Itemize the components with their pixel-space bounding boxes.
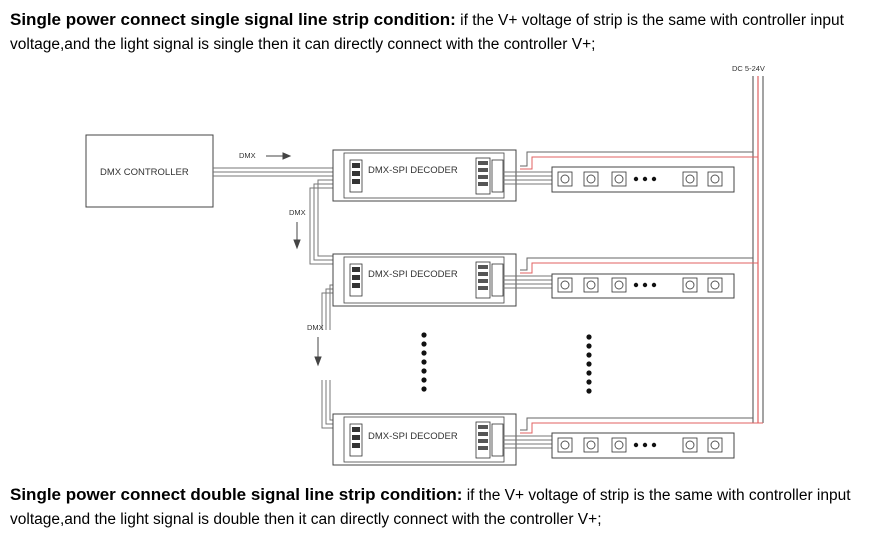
led-chip-lens: [710, 280, 720, 290]
section-1-heading: Single power connect single signal line …: [10, 10, 456, 29]
led-chip-lens: [710, 174, 720, 184]
led-chip: [682, 437, 698, 453]
led-chip-lens: [560, 174, 570, 184]
led-chip: [611, 277, 627, 293]
decoder-label: DMX-SPI DECODER: [368, 165, 458, 176]
led-chip: [557, 277, 573, 293]
led-chip-lens: [586, 440, 596, 450]
section-2-heading: Single power connect double signal line …: [10, 485, 463, 504]
led-chips: [557, 171, 723, 453]
led-ellipsis-dot: [642, 442, 648, 448]
strip-signal-wires: [503, 171, 552, 449]
led-chip-lens: [614, 174, 624, 184]
led-strip: [551, 273, 735, 299]
led-chip-lens: [586, 280, 596, 290]
led-ellipsis-dot: [651, 282, 657, 288]
decoder-unit: [332, 253, 517, 307]
led-ellipsis-dot: [642, 176, 648, 182]
led-chip-lens: [685, 174, 695, 184]
led-ellipsis-dot: [642, 282, 648, 288]
led-chip-lens: [560, 440, 570, 450]
led-chip-lens: [614, 440, 624, 450]
led-chip: [707, 277, 723, 293]
led-chip: [611, 437, 627, 453]
led-ellipsis-dot: [633, 176, 639, 182]
decoder-label: DMX-SPI DECODER: [368, 269, 458, 280]
led-chip-lens: [614, 280, 624, 290]
led-chip-lens: [586, 174, 596, 184]
continuation-dots: [421, 332, 592, 394]
decoder-unit: [332, 413, 517, 466]
signal-arrow-right-icon: [266, 152, 292, 160]
signal-arrow-down-icon: [293, 222, 301, 250]
dmx-controller-box: [85, 134, 214, 208]
led-chip: [583, 437, 599, 453]
led-chip-lens: [710, 440, 720, 450]
led-chip: [707, 437, 723, 453]
led-ellipsis-dot: [633, 442, 639, 448]
led-ellipsis-dot: [633, 282, 639, 288]
section-1-paragraph: Single power connect single signal line …: [10, 8, 886, 57]
power-supply-label: DC 5-24V: [732, 64, 765, 73]
decoder-label: DMX-SPI DECODER: [368, 431, 458, 442]
dmx-wires-main: [213, 167, 348, 177]
dmx-signal-label-2: DMX: [289, 208, 306, 217]
led-ellipsis-dot: [651, 176, 657, 182]
power-input-wires: [520, 76, 764, 434]
section-2-body: if the V+ voltage of strip is the same w…: [10, 487, 851, 528]
led-ellipsis-dot: [651, 442, 657, 448]
led-chip: [611, 171, 627, 187]
led-chip: [583, 277, 599, 293]
decoder-unit: [332, 149, 517, 202]
led-chip: [557, 171, 573, 187]
led-chip: [682, 277, 698, 293]
led-chip-lens: [685, 280, 695, 290]
led-chip: [557, 437, 573, 453]
led-chip-lens: [685, 440, 695, 450]
section-2-paragraph: Single power connect double signal line …: [10, 483, 886, 532]
section-1-body: if the V+ voltage of strip is the same w…: [10, 12, 844, 53]
led-chip: [583, 171, 599, 187]
dmx-signal-label-1: DMX: [239, 151, 256, 160]
led-chip: [682, 171, 698, 187]
led-chip: [707, 171, 723, 187]
dmx-signal-label-3: DMX: [307, 323, 324, 332]
dmx-controller-label: DMX CONTROLLER: [100, 167, 189, 178]
led-chip-lens: [560, 280, 570, 290]
signal-arrow-down-icon: [314, 337, 322, 367]
